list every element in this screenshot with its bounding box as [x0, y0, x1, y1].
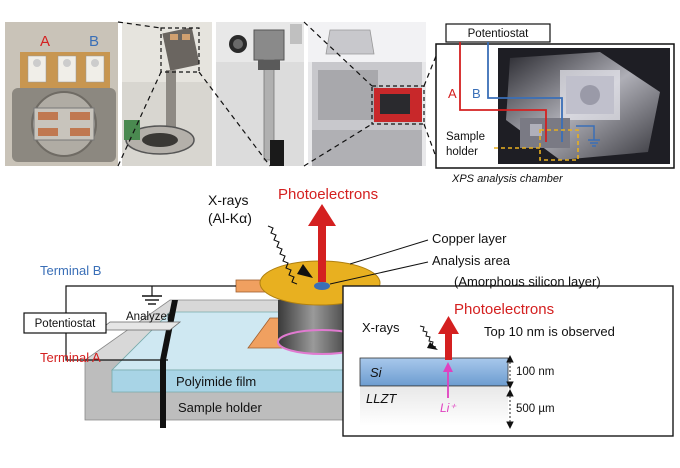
potentiostat-box [23, 312, 107, 334]
photo-sample-holder [5, 22, 118, 166]
photo-manipulator [216, 22, 304, 166]
photoelectron-arrow [308, 204, 336, 282]
analysis-area-spot [314, 282, 330, 290]
inset-llzt-label: LLZT [366, 391, 397, 406]
photo2-highlight-box [160, 27, 200, 73]
polyimide-label: Polyimide film [176, 374, 256, 389]
leader-lines [329, 239, 429, 285]
inset-li-arrow [443, 362, 453, 398]
chamber-label-b: B [472, 86, 481, 101]
photo-xps-instrument [308, 22, 426, 166]
sample-holder-label: Sample holder [178, 400, 262, 415]
analyzer-bar [98, 321, 182, 331]
inset-thickness-llzt: 500 µm [516, 403, 555, 415]
wires [65, 285, 236, 361]
chamber-wire-ground [576, 125, 595, 140]
xrays-source-label: (Al-Kα) [208, 210, 252, 226]
inset-si-label: Si [370, 365, 383, 380]
analyzer-label: Analyzer [126, 311, 171, 323]
inset-observed-label: Top 10 nm is observed [484, 324, 615, 339]
inset-thickness-markers [506, 354, 514, 430]
photoelectrons-label: Photoelectrons [278, 186, 378, 203]
inset-si-layer [359, 357, 509, 387]
chamber-photo [498, 48, 670, 164]
inset-xray-arrow [419, 325, 438, 350]
copper-layer-label: Copper layer [432, 231, 507, 246]
holder-edge [160, 300, 178, 428]
photo4-highlight-box [371, 85, 425, 125]
photo-transfer-rod [122, 22, 212, 166]
chamber-caption: XPS analysis chamber [451, 173, 564, 185]
inset-photoelectron-arrow [438, 316, 459, 360]
ground-icon [142, 295, 162, 305]
inset-llzt-layer [360, 386, 508, 426]
chamber-wire-a [459, 42, 547, 142]
amorphous-label: (Amorphous silicon layer) [454, 274, 601, 289]
inset-thickness-si: 100 nm [516, 366, 554, 378]
chamber-label-a: A [448, 86, 457, 101]
terminal-a-label: Terminal A [40, 350, 101, 365]
inset-xrays-label: X-rays [362, 320, 400, 335]
inset-photoelectrons-label: Photoelectrons [454, 301, 554, 318]
inset-li-label: Li⁺ [440, 401, 457, 415]
terminal-b-label: Terminal B [40, 263, 101, 278]
xray-arrow [267, 225, 313, 285]
chamber-ground-icon [588, 139, 600, 147]
potentiostat-label: Potentiostat [35, 318, 97, 330]
photo1-label-a: A [40, 33, 50, 50]
xrays-label: X-rays [208, 192, 248, 208]
chamber-potentiostat-box [445, 23, 551, 43]
chamber-sample-holder-box [539, 129, 579, 161]
chamber-potentiostat-label: Potentiostat [468, 28, 530, 40]
chamber-wire-b [487, 42, 563, 142]
analysis-area-label: Analysis area [432, 253, 511, 268]
photo1-label-b: B [89, 33, 99, 50]
